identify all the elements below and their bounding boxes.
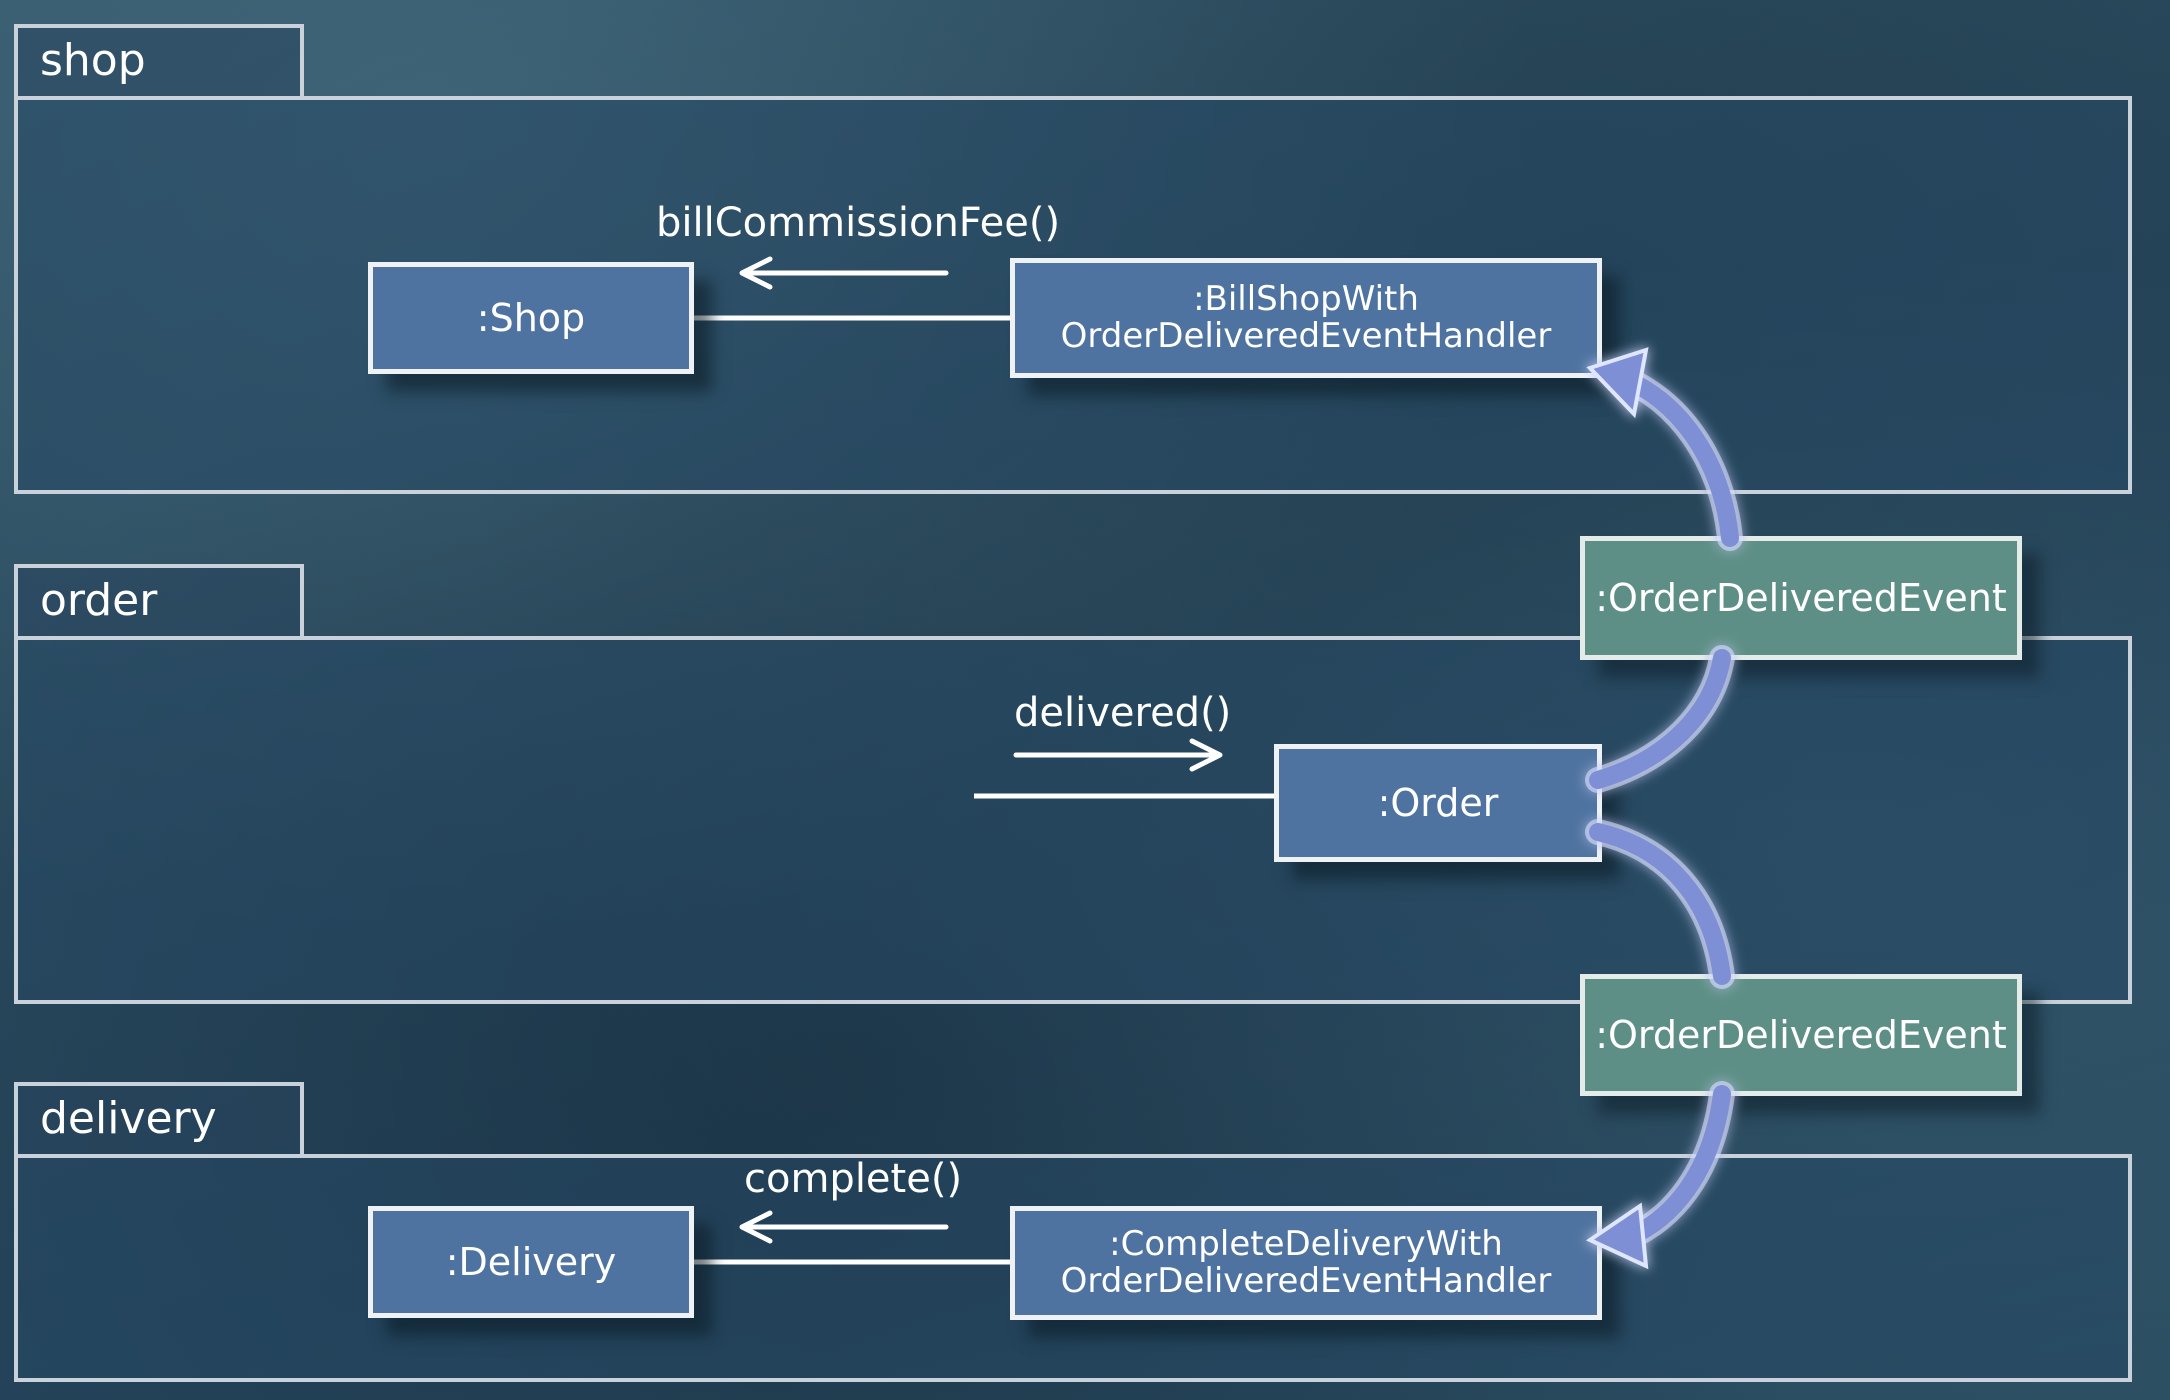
- object-complete-delivery-handler-line2: OrderDeliveredEventHandler: [1060, 1261, 1552, 1301]
- object-complete-delivery-handler: :CompleteDeliveryWith OrderDeliveredEven…: [1010, 1206, 1602, 1320]
- message-arrow-bill: [739, 256, 949, 290]
- package-tab-order: order: [14, 564, 304, 636]
- object-delivery-label: :Delivery: [445, 1240, 617, 1284]
- object-delivery: :Delivery: [368, 1206, 694, 1318]
- message-label-bill-commission-fee: billCommissionFee(): [656, 200, 1061, 246]
- object-order-label: :Order: [1377, 781, 1499, 825]
- event-order-delivered-top-label: :OrderDeliveredEvent: [1595, 576, 2007, 620]
- object-complete-delivery-handler-line1: :CompleteDeliveryWith: [1109, 1224, 1503, 1265]
- package-body-order: [14, 636, 2132, 1004]
- package-tab-shop: shop: [14, 24, 304, 96]
- message-label-delivered: delivered(): [1014, 690, 1232, 736]
- package-label-order: order: [40, 575, 158, 626]
- object-bill-shop-handler: :BillShopWith OrderDeliveredEventHandler: [1010, 258, 1602, 378]
- event-order-delivered-top: :OrderDeliveredEvent: [1580, 536, 2022, 660]
- message-arrow-delivered: [1013, 738, 1223, 772]
- package-body-shop: [14, 96, 2132, 494]
- object-bill-shop-handler-line2: OrderDeliveredEventHandler: [1060, 316, 1552, 356]
- message-label-complete: complete(): [744, 1156, 963, 1202]
- object-shop: :Shop: [368, 262, 694, 374]
- object-shop-label: :Shop: [476, 296, 586, 340]
- event-order-delivered-bottom: :OrderDeliveredEvent: [1580, 974, 2022, 1096]
- package-label-delivery: delivery: [40, 1093, 217, 1144]
- event-order-delivered-bottom-label: :OrderDeliveredEvent: [1595, 1013, 2007, 1057]
- package-label-shop: shop: [40, 35, 146, 86]
- message-arrow-complete: [739, 1210, 949, 1244]
- object-bill-shop-handler-line1: :BillShopWith: [1193, 279, 1419, 320]
- object-order: :Order: [1274, 744, 1602, 862]
- package-tab-delivery: delivery: [14, 1082, 304, 1154]
